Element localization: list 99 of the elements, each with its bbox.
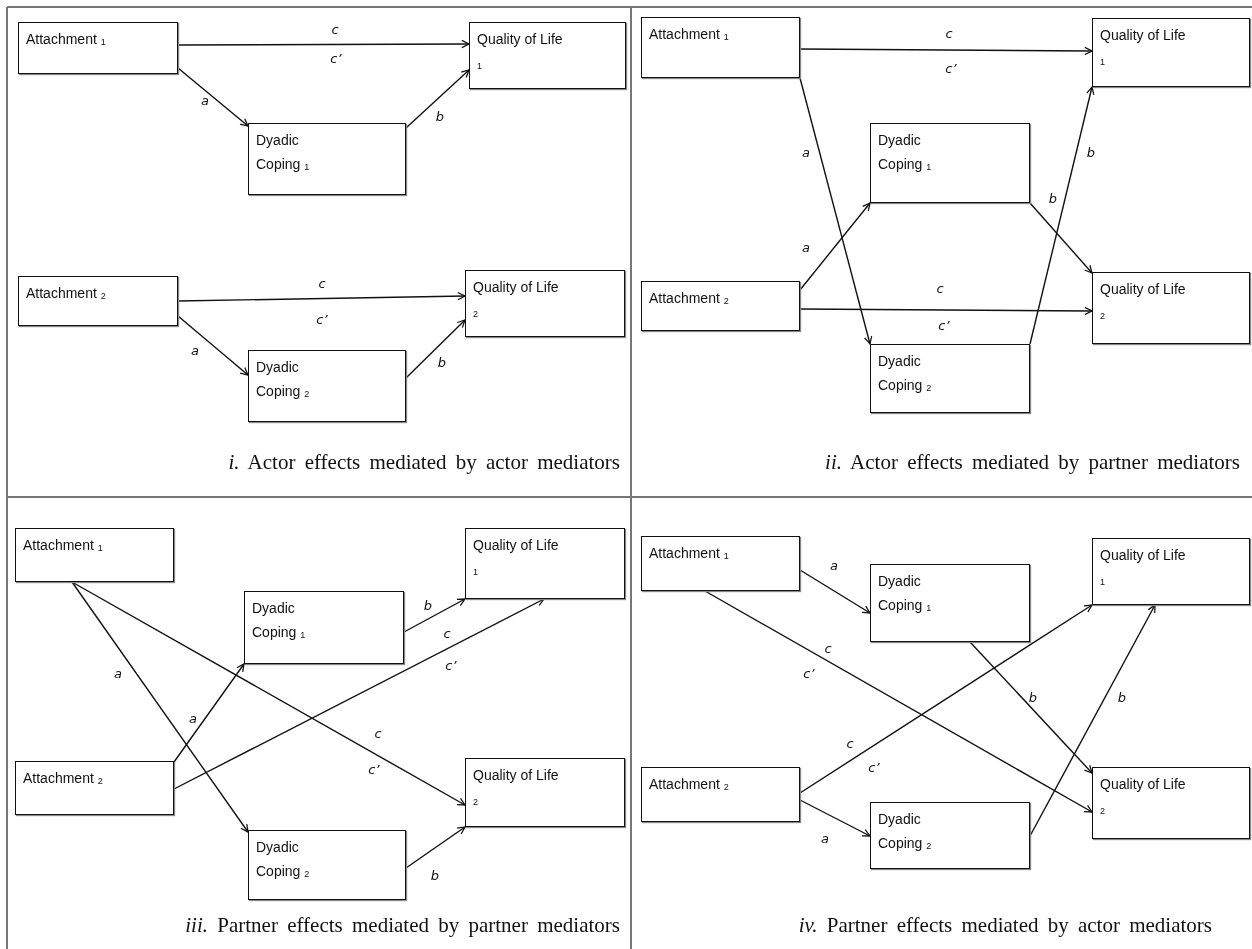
arrow bbox=[71, 581, 249, 833]
edge-label: b bbox=[430, 868, 440, 882]
edge-label: b bbox=[1048, 191, 1058, 205]
arrow bbox=[1029, 202, 1093, 274]
edge-label: a bbox=[802, 240, 810, 254]
variable-label: Attachment $_{1}$ bbox=[649, 544, 730, 563]
edge-label: c bbox=[936, 281, 944, 295]
arrow bbox=[405, 826, 466, 869]
variable-box bbox=[1092, 538, 1250, 605]
variable-label: Dyadic Coping $_{2}$ bbox=[878, 352, 933, 395]
variable-label: Attachment $_{2}$ bbox=[649, 289, 730, 308]
variable-label: Attachment $_{2}$ bbox=[649, 775, 730, 794]
variable-label: Attachment $_{2}$ bbox=[26, 284, 107, 303]
arrow bbox=[403, 598, 466, 633]
arrow bbox=[405, 69, 470, 129]
variable-box bbox=[641, 767, 800, 822]
path-coefficient: c’ bbox=[938, 318, 950, 332]
variable-box bbox=[1092, 767, 1250, 839]
arrow bbox=[1029, 604, 1156, 837]
arrow bbox=[799, 569, 871, 614]
panel-caption: iv. Partner effects mediated by actor mediators bbox=[798, 915, 1212, 936]
variable-label: Dyadic Coping $_{1}$ bbox=[878, 131, 933, 174]
edge-label: a bbox=[830, 558, 838, 572]
variable-label: Dyadic Coping $_{2}$ bbox=[256, 358, 311, 401]
path-coefficient: c’ bbox=[316, 312, 328, 326]
variable-box bbox=[641, 281, 800, 331]
edge-label: b bbox=[1086, 145, 1096, 159]
variable-box bbox=[469, 22, 626, 89]
edge-label: c bbox=[846, 736, 854, 750]
arrow bbox=[173, 598, 545, 790]
variable-label: Dyadic Coping $_{1}$ bbox=[256, 131, 311, 174]
variable-label: Dyadic Coping $_{1}$ bbox=[878, 572, 933, 615]
edge-label: a bbox=[191, 343, 199, 357]
arrow bbox=[799, 202, 871, 291]
edge-label: b bbox=[1028, 690, 1038, 704]
variable-box bbox=[248, 830, 406, 900]
edge-label: a bbox=[189, 711, 197, 725]
arrow bbox=[799, 604, 1093, 794]
variable-box bbox=[465, 758, 625, 827]
variable-box bbox=[641, 17, 800, 78]
variable-label: Attachment $_{2}$ bbox=[23, 769, 104, 788]
path-coefficient: c’ bbox=[868, 760, 880, 774]
edge-label: b bbox=[437, 355, 447, 369]
variable-label: Attachment $_{1}$ bbox=[23, 536, 104, 555]
variable-label: Attachment $_{1}$ bbox=[649, 25, 730, 44]
arrow bbox=[1029, 86, 1095, 345]
arrow bbox=[177, 291, 466, 302]
edge-label: a bbox=[821, 831, 829, 845]
variable-box bbox=[248, 350, 406, 422]
path-coefficient: c’ bbox=[445, 658, 457, 672]
edge-label: c bbox=[331, 22, 339, 36]
variable-box bbox=[248, 123, 406, 195]
arrow bbox=[799, 46, 1093, 56]
variable-box bbox=[870, 802, 1030, 869]
arrow bbox=[71, 581, 466, 806]
variable-box bbox=[18, 22, 178, 74]
variable-box bbox=[1092, 272, 1250, 344]
variable-label: Dyadic Coping $_{2}$ bbox=[878, 810, 933, 853]
panel-caption: ii. Actor effects mediated by partner mediators bbox=[825, 452, 1240, 473]
edge-label: c bbox=[443, 626, 451, 640]
variable-box bbox=[641, 536, 800, 591]
variable-box bbox=[1092, 18, 1250, 87]
path-coefficient: c’ bbox=[330, 51, 342, 65]
variable-box bbox=[15, 761, 174, 815]
edge-label: b bbox=[423, 598, 433, 612]
edge-label: c bbox=[374, 726, 382, 740]
path-coefficient: c’ bbox=[945, 61, 957, 75]
arrow bbox=[799, 77, 873, 345]
variable-box bbox=[870, 123, 1030, 203]
arrow bbox=[799, 306, 1093, 316]
variable-box bbox=[244, 591, 404, 664]
variable-box bbox=[465, 528, 625, 599]
edge-label: c bbox=[824, 641, 832, 655]
variable-box bbox=[870, 564, 1030, 642]
path-coefficient: c’ bbox=[803, 666, 815, 680]
arrow bbox=[173, 663, 245, 763]
variable-box bbox=[18, 276, 178, 326]
panel-caption: i. Actor effects mediated by actor mediators bbox=[228, 452, 620, 473]
variable-label: Dyadic Coping $_{2}$ bbox=[256, 838, 311, 881]
variable-box bbox=[15, 528, 174, 582]
variable-box bbox=[870, 344, 1030, 413]
edge-label: b bbox=[1117, 690, 1127, 704]
variable-label: Dyadic Coping $_{1}$ bbox=[252, 599, 307, 642]
edge-label: b bbox=[435, 109, 445, 123]
edge-label: c bbox=[945, 26, 953, 40]
variable-box bbox=[465, 270, 625, 337]
edge-label: a bbox=[114, 666, 122, 680]
edge-label: a bbox=[802, 145, 810, 159]
arrow bbox=[177, 67, 249, 127]
path-coefficient: c’ bbox=[368, 762, 380, 776]
edge-label: a bbox=[201, 93, 209, 107]
variable-label: Attachment $_{1}$ bbox=[26, 30, 107, 49]
arrow bbox=[704, 590, 1093, 813]
arrow bbox=[969, 641, 1093, 774]
arrow bbox=[177, 39, 470, 49]
edge-label: c bbox=[318, 276, 326, 290]
arrow bbox=[177, 315, 249, 376]
arrow bbox=[799, 799, 871, 837]
arrow bbox=[405, 319, 466, 379]
